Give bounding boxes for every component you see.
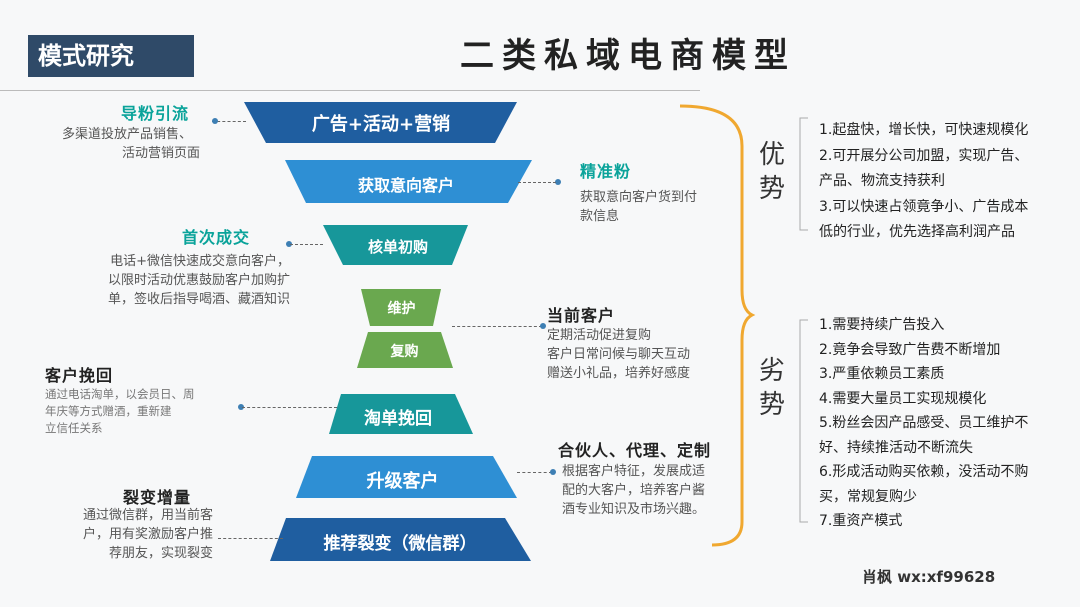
funnel-band-3 bbox=[323, 225, 468, 265]
list-item: 好、持续推活动不断流失 bbox=[819, 439, 973, 456]
list-item: 1.需要持续广告投入 bbox=[819, 317, 945, 333]
funnel-band-8 bbox=[270, 518, 531, 561]
funnel-band-7 bbox=[296, 456, 517, 498]
disadvantages-list: 1.需要持续广告投入 2.竟争会导致广告费不断增加 3.严重依赖员工素质 4.需… bbox=[819, 313, 1074, 534]
left-title-1: 导粉引流 bbox=[121, 104, 190, 123]
page-title: 二类私域电商模型 bbox=[460, 36, 796, 76]
list-item: 买，常规复购少 bbox=[819, 488, 917, 505]
connector bbox=[218, 538, 283, 539]
connector bbox=[242, 407, 337, 408]
funnel-band-6 bbox=[329, 394, 473, 434]
connector-dot bbox=[540, 323, 546, 329]
funnel-band-4 bbox=[361, 289, 441, 326]
funnel-label-5: 复购 bbox=[390, 344, 419, 360]
adv-bracket bbox=[799, 117, 808, 231]
connector-dot bbox=[550, 469, 556, 475]
list-item: 5.粉丝会因产品感受、员工维护不 bbox=[819, 415, 1029, 431]
bracket bbox=[679, 104, 756, 547]
left-title-3: 客户挽回 bbox=[45, 366, 114, 385]
connector bbox=[290, 244, 323, 245]
funnel-label-2: 获取意向客户 bbox=[357, 176, 454, 195]
list-item: 4.需要大量员工实现规模化 bbox=[819, 390, 987, 407]
author-credit: 肖枫 wx:xf99628 bbox=[862, 568, 996, 586]
connector-dot bbox=[212, 118, 218, 124]
right-text-2: 定期活动促进复购 客户日常问候与聊天互动 赠送小礼品，培养好感度 bbox=[547, 328, 691, 381]
right-title-2: 当前客户 bbox=[547, 306, 616, 325]
funnel-band-2 bbox=[285, 160, 532, 203]
left-title-4: 裂变增量 bbox=[123, 488, 192, 507]
funnel-label-4: 维护 bbox=[387, 301, 416, 317]
list-item: 7.重资产模式 bbox=[819, 513, 903, 529]
connector bbox=[517, 472, 552, 473]
left-title-2: 首次成交 bbox=[182, 228, 251, 247]
funnel-label-1: 广告+活动+营销 bbox=[311, 114, 451, 135]
right-title-3: 合伙人、代理、定制 bbox=[558, 441, 712, 460]
list-item: 产品、物流支持获利 bbox=[819, 173, 945, 189]
connector-dot bbox=[238, 404, 244, 410]
section-tag: 模式研究 bbox=[28, 35, 194, 77]
list-item: 3.严重依赖员工素质 bbox=[819, 366, 945, 382]
left-text-3: 通过电话淘单，以会员日、周 年庆等方式赠酒，重新建 立信任关系 bbox=[45, 387, 195, 435]
list-item: 低的行业，优先选择高利润产品 bbox=[819, 224, 1015, 240]
left-text-4: 通过微信群，用当前客 户，用有奖激励客户推 荐朋友，实现裂变 bbox=[82, 508, 213, 561]
list-item: 1.起盘快，增长快，可快速规模化 bbox=[819, 122, 1029, 138]
connector bbox=[452, 326, 542, 327]
connector bbox=[518, 182, 556, 183]
funnel-band-5 bbox=[357, 332, 453, 368]
right-text-1: 获取意向客户货到付 款信息 bbox=[580, 190, 698, 224]
list-item: 2.可开展分公司加盟，实现广告、 bbox=[819, 147, 1029, 164]
list-item: 3.可以快速占领竟争小、广告成本 bbox=[819, 198, 1029, 215]
right-text-3: 根据客户特征，发展成适 配的大客户，培养客户酱 酒专业知识及市场兴趣。 bbox=[562, 464, 706, 517]
connector-dot bbox=[286, 241, 292, 247]
funnel-band-1 bbox=[244, 102, 517, 143]
funnel-label-8: 推荐裂变（微信群） bbox=[323, 534, 477, 554]
list-item: 2.竟争会导致广告费不断增加 bbox=[819, 341, 1001, 358]
funnel-label-6: 淘单挽回 bbox=[364, 409, 432, 429]
left-text-1: 多渠道投放产品销售、 活动营销页面 bbox=[62, 127, 201, 161]
connector-dot bbox=[555, 179, 561, 185]
funnel-label-3: 核单初购 bbox=[367, 238, 428, 256]
right-title-1: 精准粉 bbox=[580, 162, 632, 181]
left-text-2: 电话+微信快速成交意向客户， 以限时活动优惠鼓励客户加购扩 单，签收后指导喝酒、… bbox=[107, 254, 290, 307]
disadvantages-label: 劣势 bbox=[758, 356, 785, 420]
list-item: 6.形成活动购买依赖，没活动不购 bbox=[819, 464, 1029, 480]
dis-bracket bbox=[799, 319, 808, 523]
advantages-label: 优势 bbox=[758, 140, 785, 204]
connector bbox=[212, 121, 246, 122]
funnel-label-7: 升级客户 bbox=[366, 471, 439, 492]
divider-line bbox=[0, 90, 700, 91]
advantages-list: 1.起盘快，增长快，可快速规模化 2.可开展分公司加盟，实现广告、 产品、物流支… bbox=[819, 118, 1074, 246]
